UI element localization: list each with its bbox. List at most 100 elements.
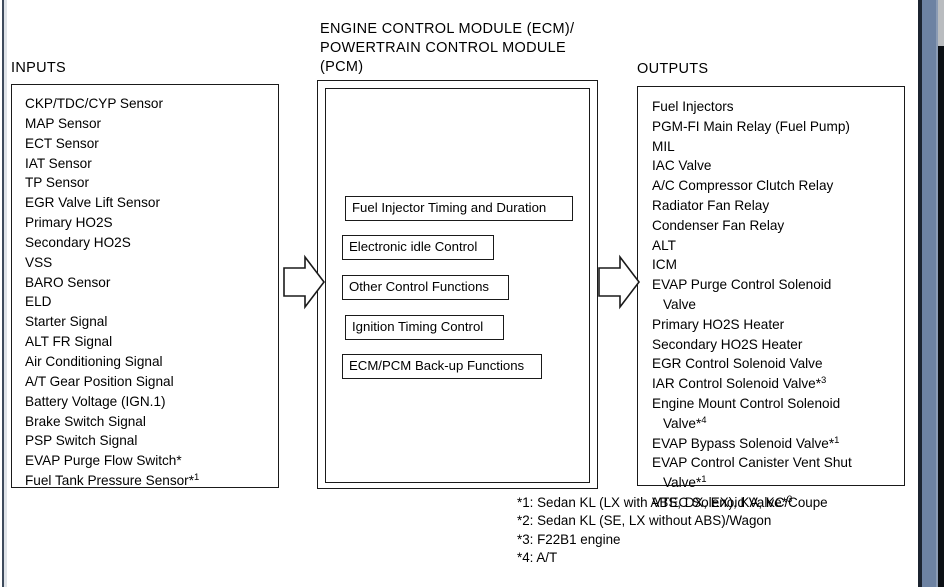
output-item: Primary HO2S Heater xyxy=(652,315,898,335)
output-item: A/C Compressor Clutch Relay xyxy=(652,176,898,196)
output-item: VTEC Solenoid Valve*3 xyxy=(652,493,898,513)
input-item: TP Sensor xyxy=(25,173,272,193)
input-item: A/T Gear Position Signal xyxy=(25,372,272,392)
ecm-function-box: Fuel Injector Timing and Duration xyxy=(345,196,573,221)
footnote-legend: *1: Sedan KL (LX with ABS, DX, EX), KA, … xyxy=(517,494,828,568)
output-item-label: ICM xyxy=(652,257,677,273)
input-item: Brake Switch Signal xyxy=(25,412,272,432)
viewer-scrollbar-band[interactable] xyxy=(910,0,944,587)
ecm-function-label: Ignition Timing Control xyxy=(352,319,484,334)
input-item: Secondary HO2S xyxy=(25,233,272,253)
input-item-label: Fuel Tank Pressure Sensor*1 xyxy=(25,472,200,489)
footnote-line: *1: Sedan KL (LX with ABS, DX, EX), KA, … xyxy=(517,495,828,510)
output-item-label: EVAP Purge Control Solenoid xyxy=(652,277,832,293)
ecm-function-box: Ignition Timing Control xyxy=(345,315,504,340)
input-item-label: Battery Voltage (IGN.1) xyxy=(25,393,166,409)
input-item-label: BARO Sensor xyxy=(25,274,111,290)
footnote-line: *3: F22B1 engine xyxy=(517,531,621,547)
output-item-label: Fuel Injectors xyxy=(652,99,734,114)
output-item-label: EVAP Control Canister Vent Shut xyxy=(652,455,852,471)
ecm-function-label: ECM/PCM Back-up Functions xyxy=(349,358,525,373)
output-item-continuation: Valve*1 xyxy=(663,474,707,491)
output-item-label: IAR Control Solenoid Valve*3 xyxy=(652,375,827,392)
input-item: Primary HO2S xyxy=(25,213,272,233)
input-item-label: MAP Sensor xyxy=(25,115,102,131)
ecm-function-box: Electronic idle Control xyxy=(342,235,494,260)
input-item: ELD xyxy=(25,292,272,312)
input-item-label: Brake Switch Signal xyxy=(25,413,146,429)
input-item-label: EGR Valve Lift Sensor xyxy=(25,195,160,211)
output-item-label: Radiator Fan Relay xyxy=(652,197,770,213)
output-item: PGM-FI Main Relay (Fuel Pump) xyxy=(652,117,898,137)
output-item-label: MIL xyxy=(652,138,675,154)
output-item-label: A/C Compressor Clutch Relay xyxy=(652,178,834,194)
input-item: PSP Switch Signal xyxy=(25,431,272,451)
ecm-function-label: Other Control Functions xyxy=(349,279,489,294)
input-item-label: ELD xyxy=(25,294,52,310)
output-item-footnote-ref: 3 xyxy=(787,493,793,505)
input-item-label: IAT Sensor xyxy=(25,155,92,171)
output-item-label: Engine Mount Control Solenoid xyxy=(652,395,841,411)
input-item: MAP Sensor xyxy=(25,114,272,134)
page-left-edge-line xyxy=(2,0,4,587)
page-left-edge-shadow xyxy=(4,0,7,587)
input-item-label: VSS xyxy=(25,254,53,270)
output-item-footnote-ref: 4 xyxy=(701,414,707,426)
output-item: ICM xyxy=(652,255,898,275)
band-dark-rule xyxy=(918,0,922,587)
input-item-label: EVAP Purge Flow Switch* xyxy=(25,453,182,469)
input-item-label: Primary HO2S xyxy=(25,215,113,231)
input-item: IAT Sensor xyxy=(25,154,272,174)
ecm-function-label: Electronic idle Control xyxy=(349,239,478,254)
input-item-label: ALT FR Signal xyxy=(25,334,113,350)
band-black-body xyxy=(938,46,944,587)
inputs-to-ecm-arrow xyxy=(283,254,326,310)
input-item-label: PSP Switch Signal xyxy=(25,433,138,449)
input-item-label: Air Conditioning Signal xyxy=(25,353,163,369)
band-edge-highlight xyxy=(936,0,938,587)
output-item: Radiator Fan Relay xyxy=(652,196,898,216)
input-item: CKP/TDC/CYP Sensor xyxy=(25,94,272,114)
output-item-label: PGM-FI Main Relay (Fuel Pump) xyxy=(652,118,850,134)
output-item: IAC Valve xyxy=(652,156,898,176)
output-item-label: EGR Control Solenoid Valve xyxy=(652,356,823,372)
output-item: EGR Control Solenoid Valve xyxy=(652,354,898,374)
input-item-label: A/T Gear Position Signal xyxy=(25,373,174,389)
input-item-label: ECT Sensor xyxy=(25,135,99,151)
ecm-function-box: Other Control Functions xyxy=(342,275,509,300)
band-blue-fill xyxy=(922,0,938,587)
output-item: IAR Control Solenoid Valve*3 xyxy=(652,374,898,394)
input-item: EVAP Purge Flow Switch* xyxy=(25,451,272,471)
ecm-function-box: ECM/PCM Back-up Functions xyxy=(342,354,542,379)
output-item-continuation: Valve*4 xyxy=(663,414,707,431)
ecm-to-outputs-arrow xyxy=(598,254,641,310)
output-item: ALT xyxy=(652,236,898,256)
footnote-line: *2: Sedan KL (SE, LX without ABS)/Wagon xyxy=(517,513,772,529)
input-item: Battery Voltage (IGN.1) xyxy=(25,392,272,412)
output-item-footnote-ref: 1 xyxy=(701,474,707,486)
input-item: ALT FR Signal xyxy=(25,332,272,352)
output-item: Condenser Fan Relay xyxy=(652,216,898,236)
outputs-heading: OUTPUTS xyxy=(637,61,709,77)
inputs-heading: INPUTS xyxy=(11,60,66,76)
output-item-label: Condenser Fan Relay xyxy=(652,217,785,233)
output-item-label: Primary HO2S Heater xyxy=(652,316,785,332)
output-item: EVAP Bypass Solenoid Valve*1 xyxy=(652,434,898,454)
output-item-label: Secondary HO2S Heater xyxy=(652,336,803,352)
input-item-label: Starter Signal xyxy=(25,314,108,330)
input-item: VSS xyxy=(25,253,272,273)
output-item: Fuel Injectors xyxy=(652,97,898,117)
input-item-label: Secondary HO2S xyxy=(25,234,131,250)
input-item-footnote-ref: 1 xyxy=(194,472,200,484)
output-item-label: VTEC Solenoid Valve*3 xyxy=(652,493,793,510)
input-item-label: TP Sensor xyxy=(25,175,89,191)
output-item: Secondary HO2S Heater xyxy=(652,335,898,355)
input-item: Air Conditioning Signal xyxy=(25,352,272,372)
footnote-line: *4: A/T xyxy=(517,550,558,566)
output-item-footnote-ref: 1 xyxy=(834,434,840,446)
